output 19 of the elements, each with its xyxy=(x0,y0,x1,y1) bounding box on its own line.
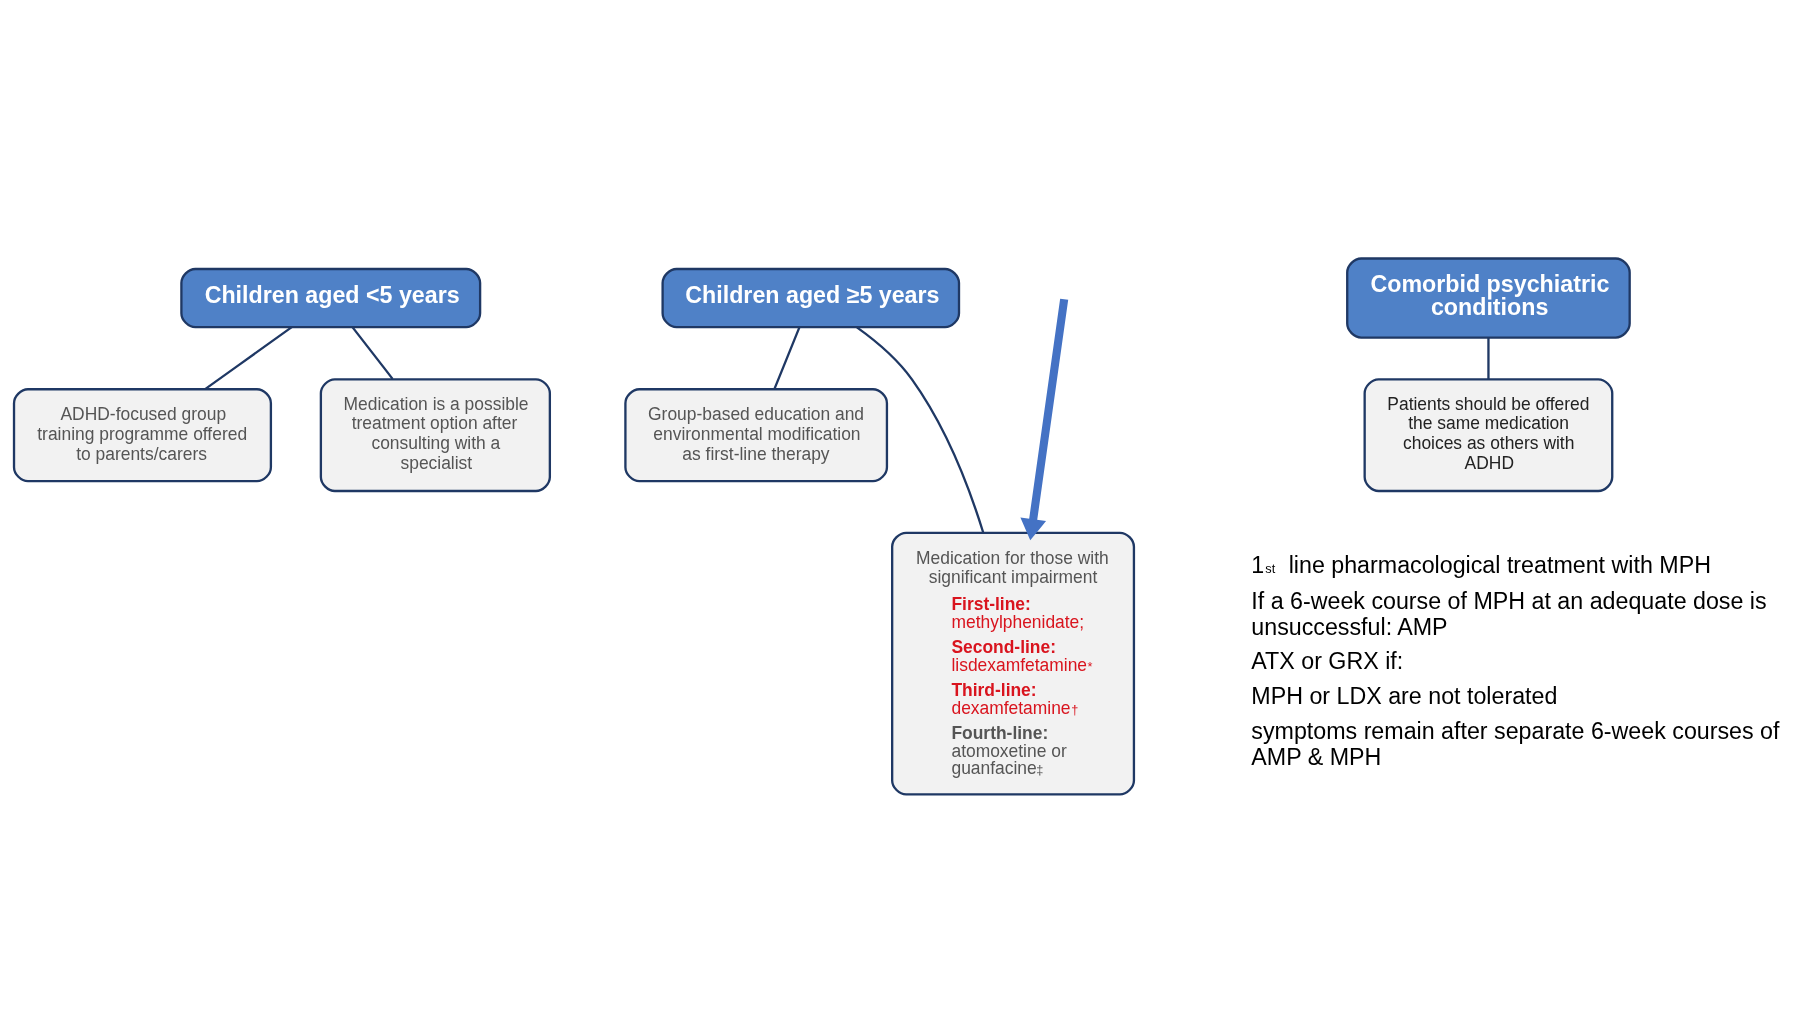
connector xyxy=(773,326,801,390)
node-box: Medication is a possible treatment option after consulting with a specialist xyxy=(319,377,551,492)
connector xyxy=(351,325,394,380)
label: symptoms remain after separate 6-week courses of AMP & MPH xyxy=(1251,717,1780,770)
label: ATX or GRX if: xyxy=(1251,647,1404,674)
arrow xyxy=(1020,298,1069,540)
node-box: ADHD-focused group training programme offered to parents/carers xyxy=(12,387,273,482)
label: MPH or LDX are not tolerated xyxy=(1251,682,1558,709)
node-box: Children aged ≥5 years xyxy=(661,267,961,328)
connector xyxy=(1487,337,1490,379)
node-box: Medication for those with significant impairment First-line: methylphenidate; Second-line: lisdexamfetamine* Third-line: dexamfetamine† Fourth-line: atomoxetine or guanfacine‡ xyxy=(891,531,1136,795)
label: If a 6-week course of MPH at an adequate dose is unsuccessful: AMP xyxy=(1251,587,1767,640)
connector xyxy=(204,325,293,390)
node-box: Comorbid psychiatric conditions xyxy=(1346,256,1631,339)
node-box: Patients should be offered the same medication choices as others with ADHD xyxy=(1363,377,1614,492)
node-box: Children aged <5 years xyxy=(180,267,482,328)
node-box: Group-based education and environmental modification as first-line therapy xyxy=(624,387,889,482)
label: 1st line pharmacological treatment with MPH xyxy=(1251,551,1711,578)
connector xyxy=(856,326,985,533)
